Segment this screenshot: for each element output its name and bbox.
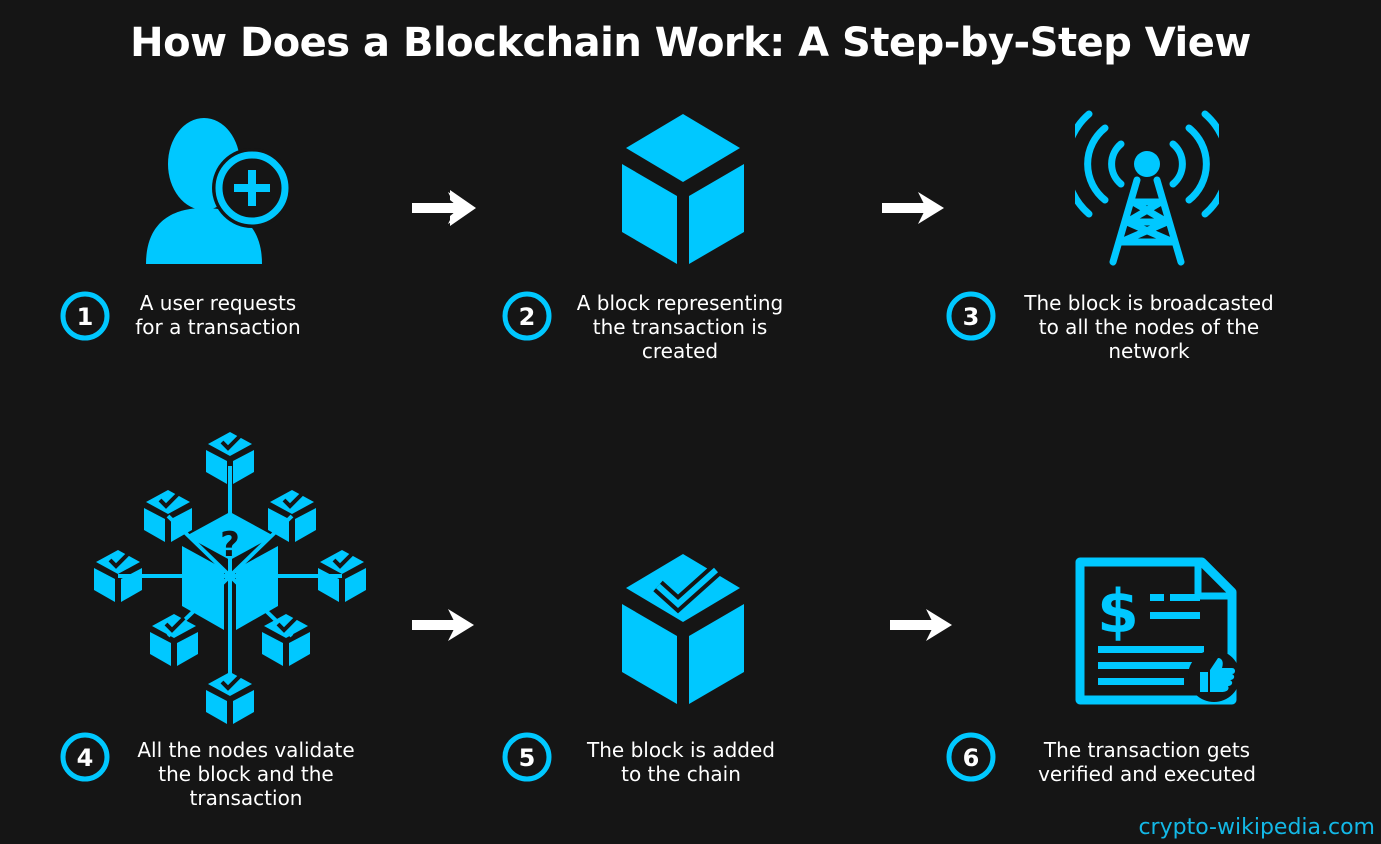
step-badge: 2 — [502, 291, 552, 341]
step-description: All the nodes validate the block and the… — [137, 738, 355, 810]
svg-text:$: $ — [1097, 577, 1139, 647]
block-cube-icon — [622, 114, 744, 264]
page-title: How Does a Blockchain Work: A Step-by-St… — [130, 20, 1251, 66]
arrow-right-icon — [412, 609, 474, 641]
broadcast-tower-icon — [1075, 110, 1219, 266]
step-description: The transaction gets verified and execut… — [1038, 738, 1256, 786]
invoice-approved-icon: $ — [1075, 557, 1240, 705]
step-badge: 5 — [502, 732, 552, 782]
step-description: The block is added to the chain — [587, 738, 775, 786]
step-number: 6 — [963, 744, 980, 772]
step-number: 3 — [963, 303, 980, 331]
step-badge: 1 — [60, 291, 110, 341]
arrow-right-icon — [882, 192, 944, 224]
step-badge: 6 — [946, 732, 996, 782]
step-description: A user requests for a transaction — [135, 291, 301, 339]
step-description: A block representing the transaction is … — [576, 291, 784, 363]
watermark: crypto-wikipedia.com — [1138, 815, 1375, 840]
step-number: 5 — [519, 744, 536, 772]
step-number: 1 — [77, 303, 94, 331]
user-add-icon — [146, 118, 290, 264]
step-description: The block is broadcasted to all the node… — [1024, 291, 1274, 363]
arrow-right-icon — [412, 190, 476, 226]
arrow-right-icon — [890, 609, 952, 641]
step-number: 2 — [519, 303, 536, 331]
step-badge: 4 — [60, 732, 110, 782]
node-network-icon: ? — [92, 430, 368, 726]
svg-text:?: ? — [220, 525, 240, 565]
step-badge: 3 — [946, 291, 996, 341]
step-number: 4 — [77, 744, 94, 772]
verified-block-icon — [622, 554, 744, 704]
